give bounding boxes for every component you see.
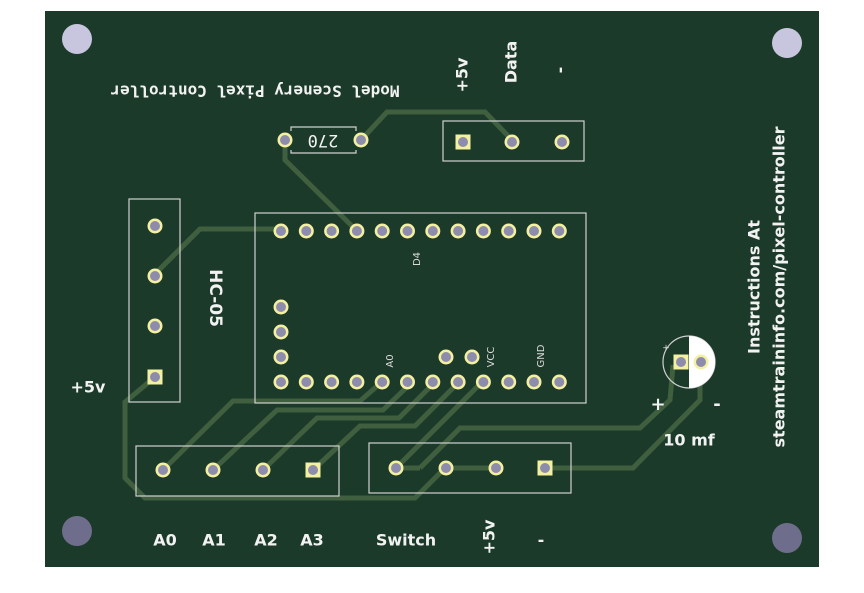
analog-header-pad-drill: [158, 465, 168, 475]
analog-label-a0: A0: [153, 531, 177, 550]
led-header-pad-square-drill: [458, 137, 468, 147]
trace: [394, 379, 485, 470]
nano-label-a0: A0: [385, 354, 396, 367]
nano-bottom-pad-drill: [351, 377, 362, 387]
switch-header-pad-drill: [491, 463, 501, 473]
resistor-pad-drill: [280, 135, 290, 145]
switch-header-pad-drill: [441, 463, 451, 473]
nano-bottom-pad-drill: [503, 377, 514, 387]
nano-top-pad-drill: [276, 226, 286, 236]
mounting-hole-bottom-right: [772, 523, 802, 553]
nano-bottom-pad-drill: [402, 377, 413, 387]
instructions-line1: Instructions At: [745, 220, 764, 354]
switch-header-pad-square-drill: [540, 463, 550, 473]
switch-minus-label: -: [538, 531, 545, 550]
analog-label-a3: A3: [300, 531, 324, 550]
resistor-outline: [290, 126, 357, 154]
analog-label-a1: A1: [202, 531, 226, 550]
hc05-pad-drill: [150, 271, 160, 281]
nano-bottom-pad-drill: [478, 377, 489, 387]
nano-extra-pad-drill: [467, 352, 477, 362]
hc05-pad-drill: [150, 321, 160, 331]
trace: [418, 364, 676, 470]
nano-bottom-pad-drill: [529, 377, 539, 387]
nano-bottom-pad-drill: [453, 377, 464, 387]
nano-bottom-pad-drill: [377, 377, 388, 387]
nano-bottom-pad-drill: [276, 377, 286, 387]
nano-label-d4: D4: [412, 252, 423, 266]
nano-top-pad-drill: [351, 226, 362, 236]
mounting-hole-top-right: [772, 28, 802, 58]
nano-bottom-pad-drill: [427, 377, 438, 387]
led-header-pad-drill: [507, 137, 517, 147]
mounting-hole-top-left: [62, 24, 92, 54]
led-header-label-5v: +5v: [453, 57, 472, 93]
hc05-pad-square-drill: [150, 372, 160, 382]
capacitor-pad-drill: [696, 357, 706, 367]
board-title: Model Scenery Pixel Controller: [111, 82, 400, 101]
led-header-outline: [442, 120, 585, 162]
trace: [311, 380, 461, 472]
nano-extra-pad-drill: [276, 352, 286, 362]
nano-bottom-pad-drill: [554, 377, 565, 387]
nano-top-pad-drill: [529, 226, 539, 236]
analog-label-a2: A2: [254, 531, 278, 550]
led-header-label-minus: -: [551, 67, 570, 74]
nano-label-vcc: VCC: [486, 347, 497, 368]
pcb-board: [45, 11, 819, 567]
trace: [359, 109, 514, 142]
switch-5v-label: +5v: [480, 519, 499, 555]
nano-top-pad-drill: [326, 226, 337, 236]
nano-label-gnd: GND: [536, 344, 547, 367]
led-header-label-data: Data: [502, 41, 521, 84]
nano-top-pad-drill: [453, 226, 464, 236]
switch-label: Switch: [376, 531, 436, 550]
nano-top-pad-drill: [301, 226, 312, 236]
hc05-power-label: +5v: [71, 378, 107, 397]
nano-extra-pad-drill: [276, 327, 286, 337]
nano-top-pad-drill: [478, 226, 489, 236]
switch-header-outline: [368, 442, 572, 494]
nano-bottom-pad-drill: [326, 377, 337, 387]
nano-bottom-pad-drill: [301, 377, 312, 387]
hc05-label: HC-05: [205, 269, 225, 327]
analog-header-pad-drill: [258, 465, 268, 475]
nano-top-pad-drill: [427, 226, 438, 236]
nano-top-pad-drill: [503, 226, 514, 236]
nano-outline: [254, 212, 587, 404]
nano-top-pad-drill: [554, 226, 565, 236]
nano-extra-pad-drill: [276, 302, 286, 312]
copper-traces: [122, 109, 703, 501]
switch-header-pad-drill: [391, 463, 401, 473]
nano-extra-pad-drill: [441, 352, 451, 362]
resistor-pad-drill: [356, 135, 366, 145]
resistor-value: 270: [308, 130, 339, 150]
capacitor-pad-square-drill: [676, 357, 686, 367]
hc05-outline: [128, 198, 181, 403]
instructions-line2: steamtraininfo.com/pixel-controller: [770, 126, 789, 447]
silkscreen-outlines: [128, 120, 716, 497]
capacitor-polarity-mark: +: [662, 344, 670, 354]
trace: [261, 382, 435, 472]
trace: [161, 379, 385, 472]
nano-top-pad-drill: [402, 226, 413, 236]
pads: [147, 132, 709, 478]
capacitor-minus-label: -: [713, 394, 720, 415]
analog-header-pad-square-drill: [308, 465, 318, 475]
hc05-pad-drill: [150, 221, 160, 231]
analog-header-outline: [135, 445, 340, 497]
nano-top-pad-drill: [377, 226, 388, 236]
mounting-hole-bottom-left: [62, 516, 92, 546]
led-header-pad-drill: [557, 137, 567, 147]
capacitor-plus-label: +: [650, 394, 665, 415]
analog-header-pad-drill: [208, 465, 218, 475]
trace: [211, 384, 410, 472]
capacitor-value: 10 mf: [663, 431, 716, 450]
